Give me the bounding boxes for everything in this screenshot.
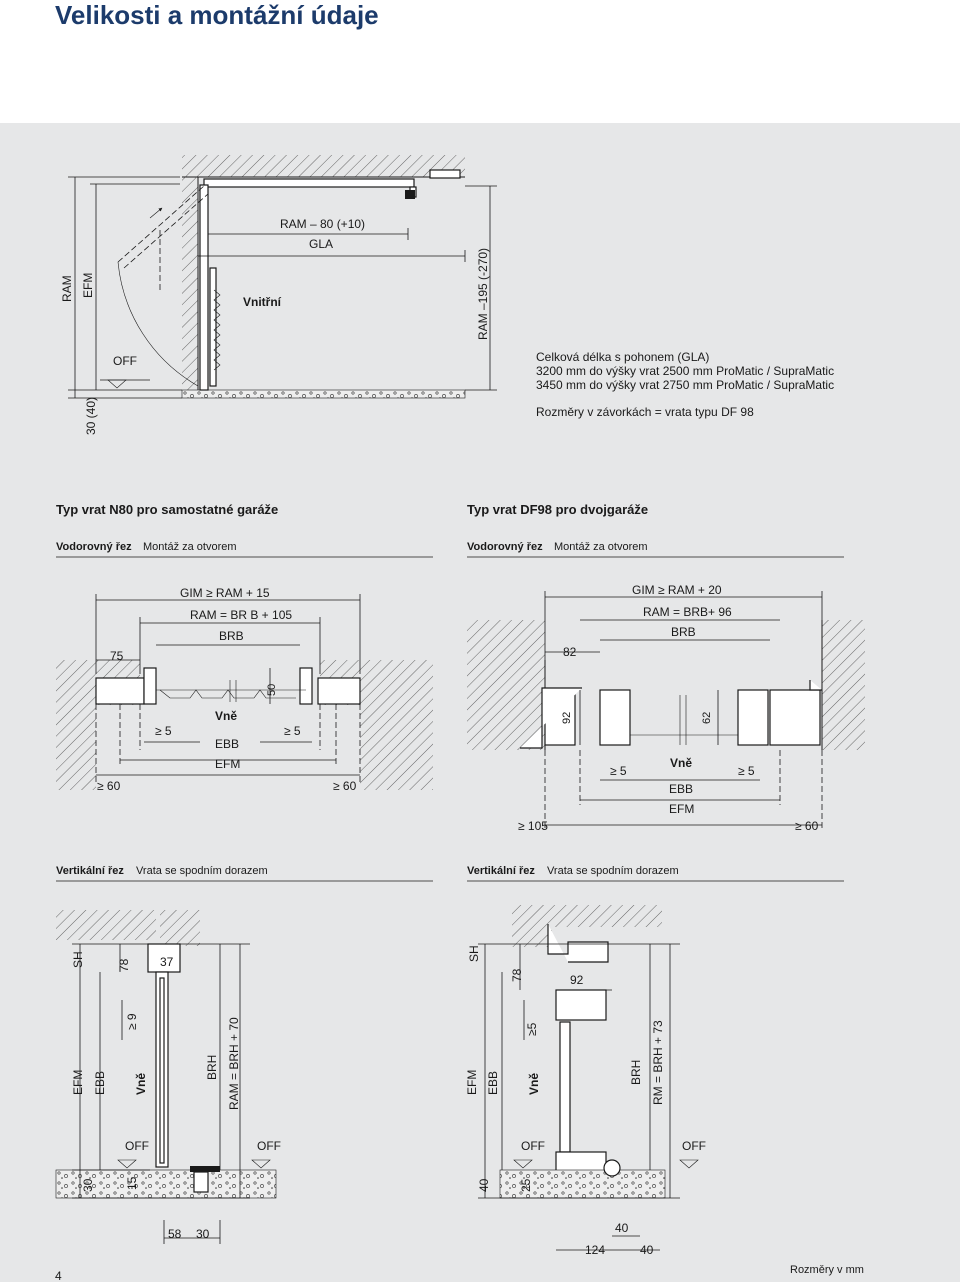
left-v-30: 30: [81, 1178, 95, 1192]
top-diagram: [68, 155, 497, 399]
right-dim-brb: BRB: [671, 625, 696, 639]
left-dim-ge60-a: ≥ 60: [97, 779, 121, 793]
dim-ram-80: RAM – 80 (+10): [280, 217, 365, 231]
left-v-15: 15: [125, 1176, 139, 1190]
right-v-25: 25: [519, 1178, 533, 1192]
right-v-40c: 40: [640, 1243, 654, 1257]
right-vertical-section: [478, 905, 699, 1251]
right-dim-efm: EFM: [669, 802, 694, 816]
left-v-brh: BRH: [205, 1055, 219, 1080]
left-dim-ge5-b: ≥ 5: [284, 724, 301, 738]
left-v-caption-text: Vrata se spodním dorazem: [136, 865, 268, 877]
right-v-caption: Vertikální řez: [467, 865, 535, 877]
right-v-ge5: ≥5: [525, 1022, 539, 1036]
left-h-caption-text: Montáž za otvorem: [143, 541, 237, 553]
right-v-92: 92: [570, 973, 584, 987]
right-v-off-b: OFF: [682, 1139, 706, 1153]
right-h-caption-text: Montáž za otvorem: [554, 541, 648, 553]
left-v-sh: SH: [71, 951, 85, 968]
right-v-40b: 40: [615, 1221, 629, 1235]
right-heading: Typ vrat DF98 pro dvojgaráže: [467, 502, 648, 517]
right-horizontal-section: [467, 591, 865, 830]
left-v-ram: RAM = BRH + 70: [227, 1017, 241, 1110]
right-v-caption-text: Vrata se spodním dorazem: [547, 865, 679, 877]
right-v-ebb: EBB: [486, 1071, 500, 1095]
right-dim-ram: RAM = BRB+ 96: [643, 605, 732, 619]
left-dim-ge5-a: ≥ 5: [155, 724, 172, 738]
left-h-caption: Vodorovný řez: [56, 541, 132, 553]
right-h-caption: Vodorovný řez: [467, 541, 543, 553]
left-v-efm: EFM: [71, 1070, 85, 1095]
dim-ram-195: RAM –195 (-270): [476, 248, 490, 340]
left-v-30b: 30: [196, 1227, 210, 1241]
left-dim-brb: BRB: [219, 629, 244, 643]
right-v-off-a: OFF: [521, 1139, 545, 1153]
left-v-78: 78: [117, 958, 131, 972]
left-dim-ebb: EBB: [215, 737, 239, 751]
page-number: 4: [55, 1269, 62, 1282]
dim-efm-vertical: EFM: [81, 273, 95, 298]
left-vertical-section: [55, 910, 277, 1244]
left-v-caption: Vertikální řez: [56, 865, 124, 877]
right-dim-ge5-a: ≥ 5: [610, 764, 627, 778]
right-dim-gim: GIM ≥ RAM + 20: [632, 583, 722, 597]
left-heading: Typ vrat N80 pro samostatné garáže: [56, 502, 278, 517]
left-v-58: 58: [168, 1227, 182, 1241]
left-label-outside: Vně: [215, 709, 237, 723]
right-label-outside: Vně: [670, 756, 692, 770]
left-v-ebb: EBB: [93, 1071, 107, 1095]
right-dim-92: 92: [561, 712, 573, 724]
label-inside: Vnitřní: [243, 295, 282, 309]
left-dim-efm: EFM: [215, 757, 240, 771]
right-v-brh: BRH: [629, 1060, 643, 1085]
right-dim-ebb: EBB: [669, 782, 693, 796]
left-dim-gim: GIM ≥ RAM + 15: [180, 586, 270, 600]
right-v-outside: Vně: [527, 1073, 541, 1095]
right-dim-ge105: ≥ 105: [518, 819, 548, 833]
off-label-top: OFF: [113, 354, 137, 368]
left-horizontal-section: [56, 594, 433, 790]
right-v-sh: SH: [467, 945, 481, 962]
right-dim-ge60: ≥ 60: [795, 819, 819, 833]
left-v-off-b: OFF: [257, 1139, 281, 1153]
left-v-ge9: ≥ 9: [125, 1013, 139, 1030]
right-v-40: 40: [477, 1178, 491, 1192]
left-v-outside: Vně: [134, 1073, 148, 1095]
right-v-124: 124: [585, 1243, 605, 1257]
right-dim-82: 82: [563, 645, 577, 659]
left-dim-50: 50: [266, 684, 278, 696]
note-line-3: 3450 mm do výšky vrat 2750 mm ProMatic /…: [536, 378, 834, 392]
right-v-efm: EFM: [465, 1070, 479, 1095]
note-line-4: Rozměry v závorkách = vrata typu DF 98: [536, 405, 754, 419]
note-line-1: Celková délka s pohonem (GLA): [536, 350, 709, 364]
page-title: Velikosti a montážní údaje: [55, 0, 379, 30]
dim-ram-vertical: RAM: [60, 275, 74, 302]
left-dim-ge60-b: ≥ 60: [333, 779, 357, 793]
dim-off-note: 30 (40): [84, 397, 98, 435]
footer-note: Rozměry v mm: [790, 1264, 864, 1276]
left-dim-ram: RAM = BR B + 105: [190, 608, 292, 622]
right-v-rm: RM = BRH + 73: [651, 1020, 665, 1105]
left-v-37: 37: [160, 955, 174, 969]
right-v-78: 78: [510, 968, 524, 982]
right-dim-62: 62: [701, 712, 713, 724]
right-dim-ge5-b: ≥ 5: [738, 764, 755, 778]
note-line-2: 3200 mm do výšky vrat 2500 mm ProMatic /…: [536, 364, 834, 378]
left-dim-75: 75: [110, 649, 124, 663]
dim-gla: GLA: [309, 237, 333, 251]
left-v-off-a: OFF: [125, 1139, 149, 1153]
